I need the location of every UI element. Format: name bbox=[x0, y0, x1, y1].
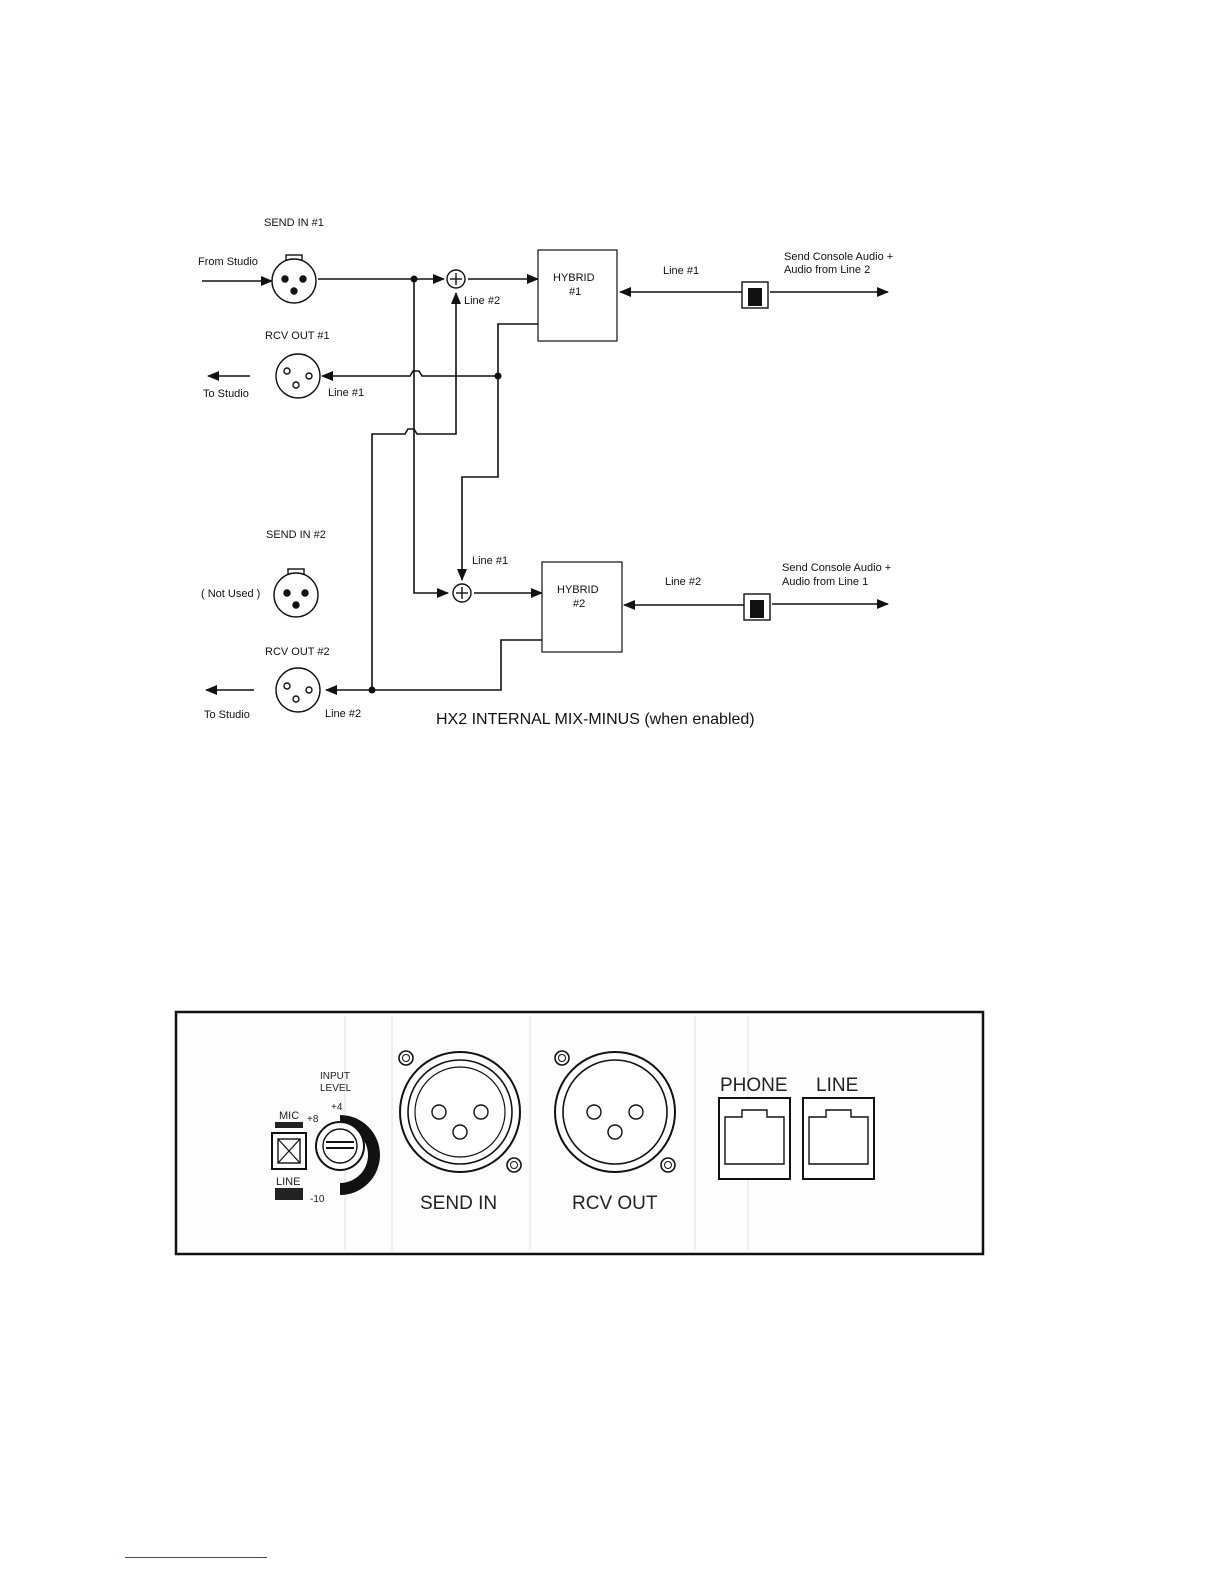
junction-dot bbox=[368, 686, 376, 694]
input-level-knob[interactable] bbox=[315, 1115, 380, 1195]
send-console-1b-label: Audio from Line 2 bbox=[784, 264, 870, 276]
not-used-label: ( Not Used ) bbox=[201, 588, 260, 600]
send-in-2-label: SEND IN #2 bbox=[266, 529, 326, 541]
rcv-out-1-label: RCV OUT #1 bbox=[265, 330, 330, 342]
input-level-label-b: LEVEL bbox=[320, 1083, 352, 1094]
xlr-male-rcv2-icon bbox=[275, 667, 321, 713]
line2-rcv2-label: Line #2 bbox=[325, 708, 361, 720]
send1-to-sum2-wire bbox=[413, 279, 449, 598]
footnote-rule bbox=[125, 1557, 267, 1558]
send-in-1-label: SEND IN #1 bbox=[264, 217, 324, 229]
hybrid-2-box bbox=[541, 561, 623, 653]
send-in-xlr-connector bbox=[398, 1050, 522, 1173]
line1-hybrid1-label: Line #1 bbox=[663, 265, 699, 277]
switch-line-label: LINE bbox=[276, 1176, 300, 1188]
from-studio-label: From Studio bbox=[198, 256, 258, 268]
minus10-label: -10 bbox=[310, 1194, 325, 1205]
line-rj11-jack bbox=[802, 1097, 875, 1180]
hybrid-1-label: HYBRID bbox=[553, 272, 595, 284]
summing-junction-1 bbox=[446, 269, 466, 289]
junction-dot bbox=[494, 372, 502, 380]
summing-junction-2 bbox=[452, 583, 472, 603]
line2-hybrid2-label: Line #2 bbox=[665, 576, 701, 588]
xlr-male-rcv1-icon bbox=[275, 353, 321, 399]
plus8-label: +8 bbox=[307, 1114, 319, 1125]
send-in-panel-label: SEND IN bbox=[420, 1193, 497, 1214]
hybrid-2-label: HYBRID bbox=[557, 584, 599, 596]
send-console-2b-label: Audio from Line 1 bbox=[782, 576, 868, 588]
plus4-label: +4 bbox=[331, 1102, 343, 1113]
mic-line-switch[interactable] bbox=[271, 1122, 307, 1200]
send-console-1a-label: Send Console Audio + bbox=[784, 251, 893, 263]
hybrid-2-number: #2 bbox=[573, 598, 585, 610]
phone-jack-1-icon bbox=[741, 281, 769, 309]
line2-sum1-label: Line #2 bbox=[464, 295, 500, 307]
rcv-out-2-label: RCV OUT #2 bbox=[265, 646, 330, 658]
xlr-female-send1-icon bbox=[271, 254, 317, 304]
rcv-out-panel-label: RCV OUT bbox=[572, 1193, 658, 1214]
phone-panel-label: PHONE bbox=[720, 1075, 788, 1096]
line1-sum2-label: Line #1 bbox=[472, 555, 508, 567]
line1-to-rcv1-wire bbox=[321, 370, 498, 381]
to-studio-1-label: To Studio bbox=[203, 388, 249, 400]
xlr-female-send2-icon bbox=[273, 568, 319, 618]
phone-rj11-jack bbox=[718, 1097, 791, 1180]
line1-to-sum2-wire bbox=[457, 376, 499, 581]
hybrid1-rcv-wire bbox=[497, 323, 538, 376]
phone-jack-2-icon bbox=[743, 593, 771, 621]
input-level-label-a: INPUT bbox=[320, 1071, 350, 1082]
send-console-2a-label: Send Console Audio + bbox=[782, 562, 891, 574]
rcv-out-xlr-connector bbox=[554, 1050, 676, 1173]
hybrid-1-box bbox=[537, 249, 618, 342]
line2-to-sum1-wire bbox=[371, 292, 461, 690]
rear-panel: MIC LINE INPUT LEVEL +4 +8 -10 SEND bbox=[174, 1010, 985, 1256]
hybrid-1-number: #1 bbox=[569, 286, 581, 298]
junction-dot bbox=[410, 275, 418, 283]
line2-to-rcv2-wire bbox=[325, 639, 542, 695]
to-studio-2-label: To Studio bbox=[204, 709, 250, 721]
line-panel-label: LINE bbox=[816, 1075, 858, 1096]
mic-label: MIC bbox=[279, 1110, 299, 1122]
line1-rcv1-label: Line #1 bbox=[328, 387, 364, 399]
diagram-title: HX2 INTERNAL MIX-MINUS (when enabled) bbox=[436, 711, 755, 728]
